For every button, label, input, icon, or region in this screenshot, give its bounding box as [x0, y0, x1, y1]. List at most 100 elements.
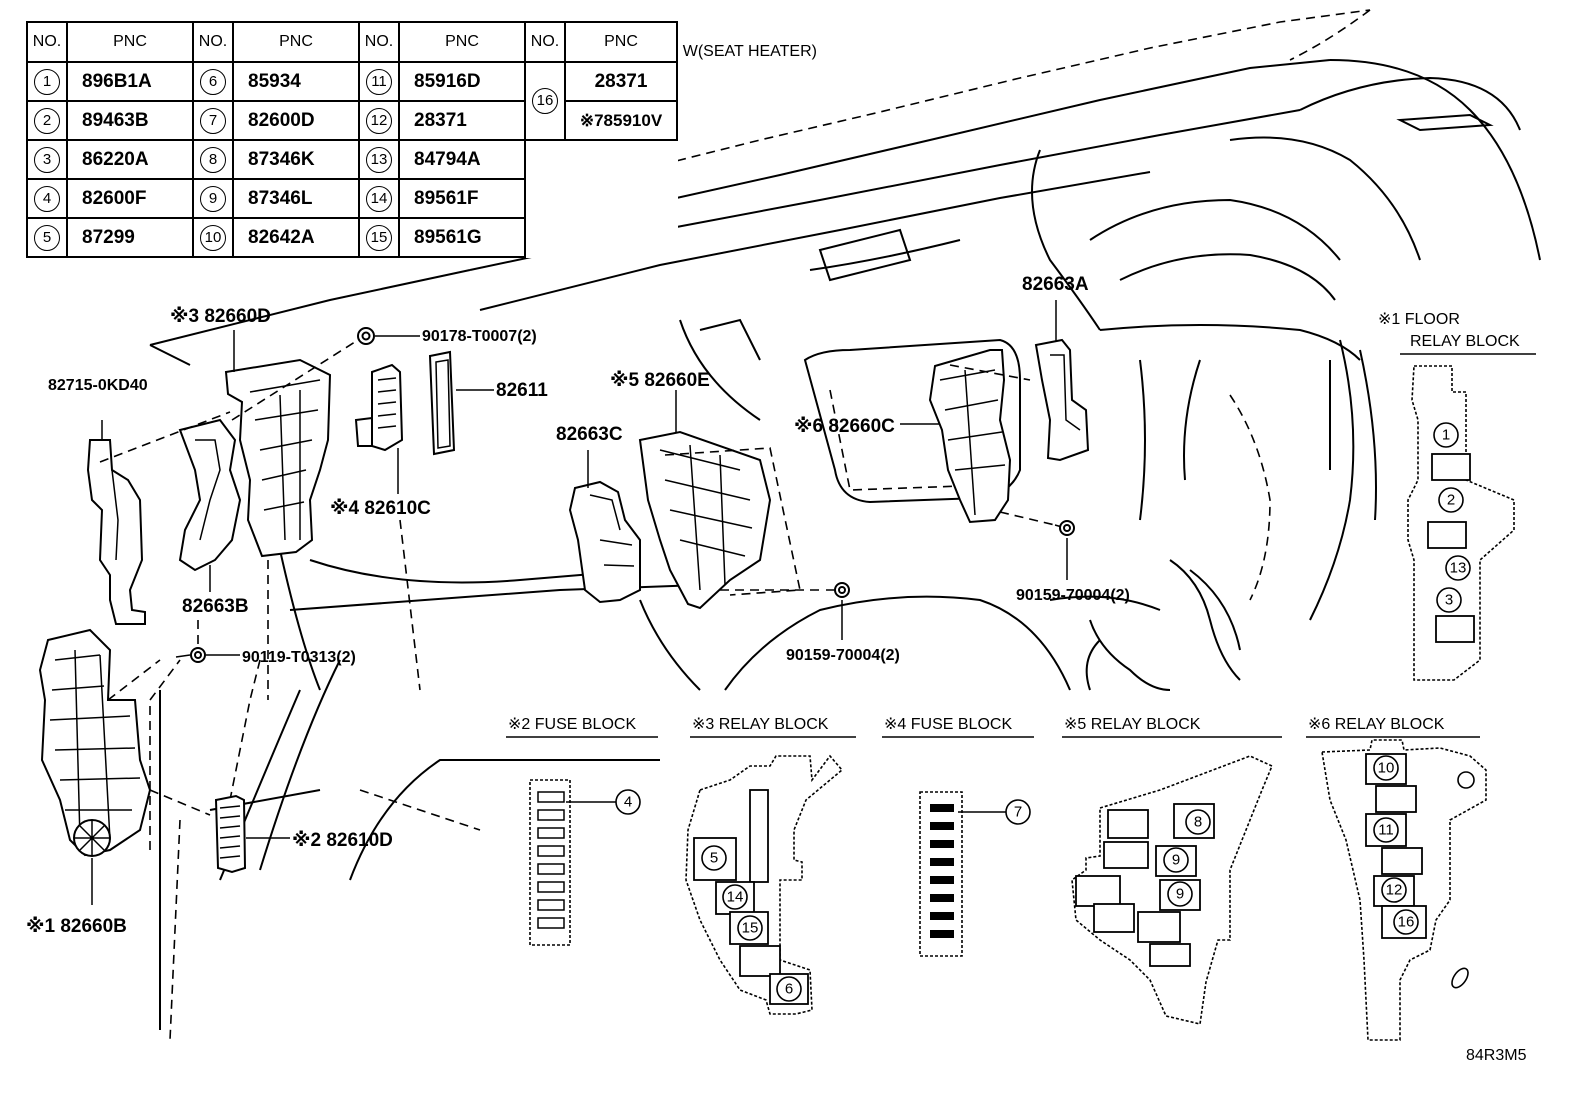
callout-6: 6 [785, 981, 793, 998]
floor-relay-title-2: RELAY BLOCK [1410, 333, 1520, 350]
row-number: 13 [366, 146, 392, 173]
pnc-value: 87346L [232, 178, 360, 219]
callout-5: 5 [710, 850, 718, 867]
col-no: NO. [192, 21, 234, 63]
seat-heater-note: ※7 W(SEAT HEATER) [656, 43, 817, 60]
relay-block-6: 10 11 12 16 [1321, 739, 1487, 1041]
col-no: NO. [524, 21, 566, 63]
section-relay-block-5: ※5 RELAY BLOCK [1064, 716, 1201, 733]
pnc-value: 896B1A [66, 61, 194, 102]
part-82660D [224, 330, 332, 558]
label-82660B: ※1 82660B [26, 916, 127, 937]
row-number: 7 [200, 107, 226, 134]
section-fuse-block-4: ※4 FUSE BLOCK [884, 716, 1012, 733]
callout-11: 11 [1378, 822, 1394, 839]
label-82660D: ※3 82660D [170, 306, 271, 327]
row-number: 2 [34, 107, 60, 134]
section-headers: ※2 FUSE BLOCK ※3 RELAY BLOCK ※4 FUSE BLO… [506, 716, 1480, 738]
pnc-value: 85934 [232, 61, 360, 102]
callout-13: 13 [1450, 560, 1467, 577]
callout-9a: 9 [1172, 852, 1180, 869]
pnc-value: 89561G [398, 217, 526, 258]
row-number: 14 [366, 185, 392, 212]
row-number: 12 [366, 107, 392, 134]
label-82715: 82715-0KD40 [48, 377, 148, 394]
diagram-code: 84R3M5 [1466, 1047, 1527, 1064]
row-number: 11 [366, 68, 392, 95]
part-82663B [178, 418, 242, 592]
bolt-90159-upper [999, 511, 1075, 580]
pnc-value: 84794A [398, 139, 526, 180]
fuse-block-4: 7 [919, 791, 1031, 957]
pnc-value: 82600D [232, 100, 360, 141]
pnc-value: 89463B [66, 100, 194, 141]
pnc-table: NO. PNC NO. PNC NO. PNC NO. PNC 1 896B1A… [26, 21, 678, 258]
table-row: 3 86220A 8 87346K 13 84794A [26, 139, 677, 180]
part-82663C [568, 450, 641, 604]
label-82610D: ※2 82610D [292, 830, 393, 851]
pnc-value: 86220A [66, 139, 194, 180]
dash-82715 [99, 411, 231, 463]
screw-90119 [175, 560, 269, 700]
label-82663B: 82663B [182, 596, 249, 617]
row-number: 5 [34, 224, 60, 251]
pnc-value: 89561F [398, 178, 526, 219]
pnc-value: 28371 [564, 61, 678, 102]
row-number: 16 [532, 88, 558, 114]
label-82663C: 82663C [556, 424, 623, 445]
table-row: 5 87299 10 82642A 15 89561G [26, 217, 677, 258]
part-82663A [1034, 300, 1090, 462]
pnc-value: 87346K [232, 139, 360, 180]
table-header-row: NO. PNC NO. PNC NO. PNC NO. PNC [26, 21, 678, 63]
label-82611: 82611 [496, 380, 548, 401]
label-90159-lower: 90159-70004(2) [786, 647, 900, 664]
callout-8: 8 [1194, 814, 1202, 831]
pnc-value: ※785910V [564, 100, 678, 141]
callout-3: 3 [1445, 592, 1453, 609]
label-90119: 90119-T0313(2) [242, 649, 356, 666]
col-no: NO. [26, 21, 68, 63]
dash-82660C [949, 364, 1031, 381]
pnc-value: 85916D [398, 61, 526, 102]
nut-90178 [357, 327, 420, 345]
table-row: 2 89463B 7 82600D 12 28371 ※785910V [26, 100, 678, 141]
fuse-block-2: 4 [529, 779, 641, 946]
callout-9b: 9 [1176, 886, 1184, 903]
row-number: 6 [200, 68, 226, 95]
callout-4: 4 [624, 794, 632, 811]
section-relay-block-6: ※6 RELAY BLOCK [1308, 716, 1445, 733]
callout-2: 2 [1447, 492, 1455, 509]
dash-82660B [107, 659, 211, 850]
callout-14: 14 [727, 889, 744, 906]
row-number: 1 [34, 68, 60, 95]
row-number: 9 [200, 185, 226, 212]
label-82660E: ※5 82660E [610, 370, 710, 391]
row-number: 15 [366, 224, 392, 251]
table-row: 1 896B1A 6 85934 11 85916D 16 28371 [26, 61, 678, 141]
part-82660B [38, 628, 152, 905]
floor-relay-title-1: ※1 FLOOR [1378, 311, 1460, 328]
label-90159-upper: 90159-70004(2) [1016, 587, 1130, 604]
part-82610C [354, 363, 404, 494]
part-82715-bracket [86, 420, 146, 625]
label-82660C: ※6 82660C [794, 416, 895, 437]
callout-16: 16 [1398, 914, 1415, 931]
callout-7: 7 [1014, 804, 1022, 821]
callout-1: 1 [1442, 427, 1450, 444]
label-82663A: 82663A [1022, 274, 1089, 295]
pnc-value: 82642A [232, 217, 360, 258]
bolt-90159-lower [720, 582, 850, 640]
callout-15: 15 [742, 920, 759, 937]
label-82610C: ※4 82610C [330, 498, 431, 519]
col-pnc: PNC [66, 21, 194, 63]
section-fuse-block-2: ※2 FUSE BLOCK [508, 716, 636, 733]
pnc-value: 82600F [66, 178, 194, 219]
floor-relay-block: 1 2 13 3 [1407, 365, 1515, 681]
pnc-value: 87299 [66, 217, 194, 258]
dashboard-outline [149, 9, 1541, 1041]
dash-82660E [664, 447, 801, 596]
callout-10: 10 [1378, 760, 1395, 777]
col-pnc: PNC [232, 21, 360, 63]
table-row: 4 82600F 9 87346L 14 89561F [26, 178, 677, 219]
